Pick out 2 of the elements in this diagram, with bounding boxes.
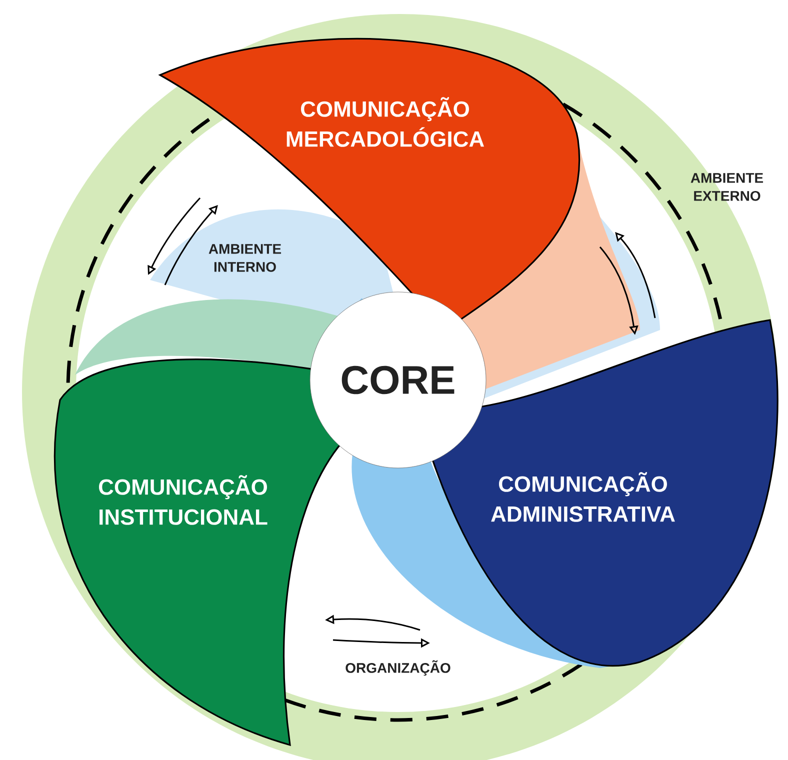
region-label: AMBIENTE EXTERNO: [690, 173, 764, 201]
region-label: AMBIENTE INTERNO: [208, 244, 282, 272]
